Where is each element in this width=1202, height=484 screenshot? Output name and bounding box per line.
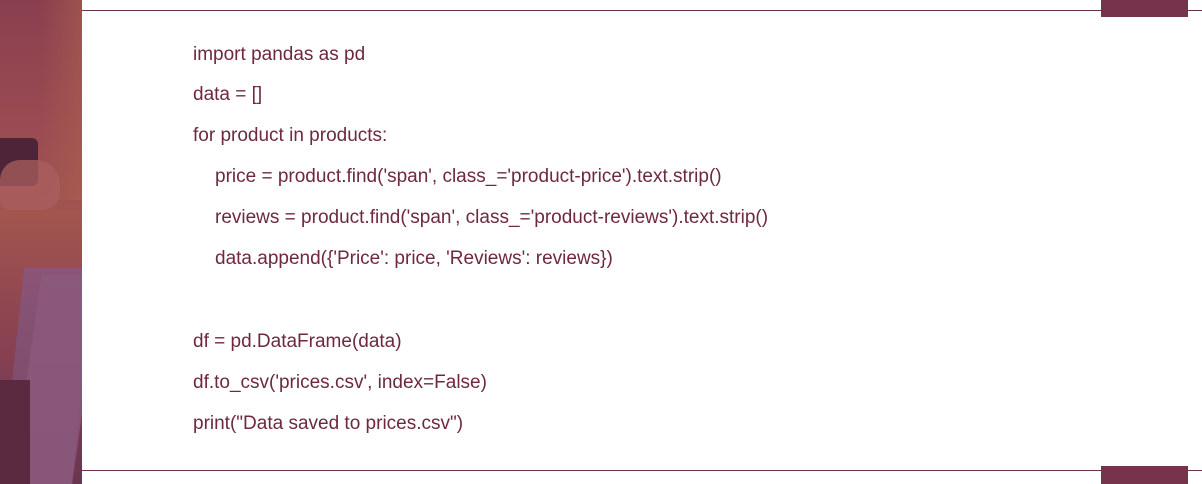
bottom-accent-block bbox=[1101, 466, 1188, 484]
code-line: for product in products: bbox=[193, 125, 388, 146]
code-line: df = pd.DataFrame(data) bbox=[193, 331, 402, 352]
photo-hand bbox=[0, 160, 60, 210]
top-accent-block bbox=[1101, 0, 1188, 17]
code-line: reviews = product.find('span', class_='p… bbox=[215, 207, 769, 228]
code-line: print("Data saved to prices.csv") bbox=[193, 413, 464, 434]
code-line: import pandas as pd bbox=[193, 44, 366, 65]
code-line: df.to_csv('prices.csv', index=False) bbox=[193, 372, 487, 393]
code-line: data = [] bbox=[193, 84, 263, 105]
photo-shadow bbox=[0, 380, 30, 484]
top-divider bbox=[82, 10, 1202, 11]
shopping-photo bbox=[0, 0, 82, 484]
code-line: price = product.find('span', class_='pro… bbox=[215, 166, 722, 187]
code-line: data.append({'Price': price, 'Reviews': … bbox=[215, 248, 613, 269]
bottom-divider bbox=[82, 470, 1202, 471]
